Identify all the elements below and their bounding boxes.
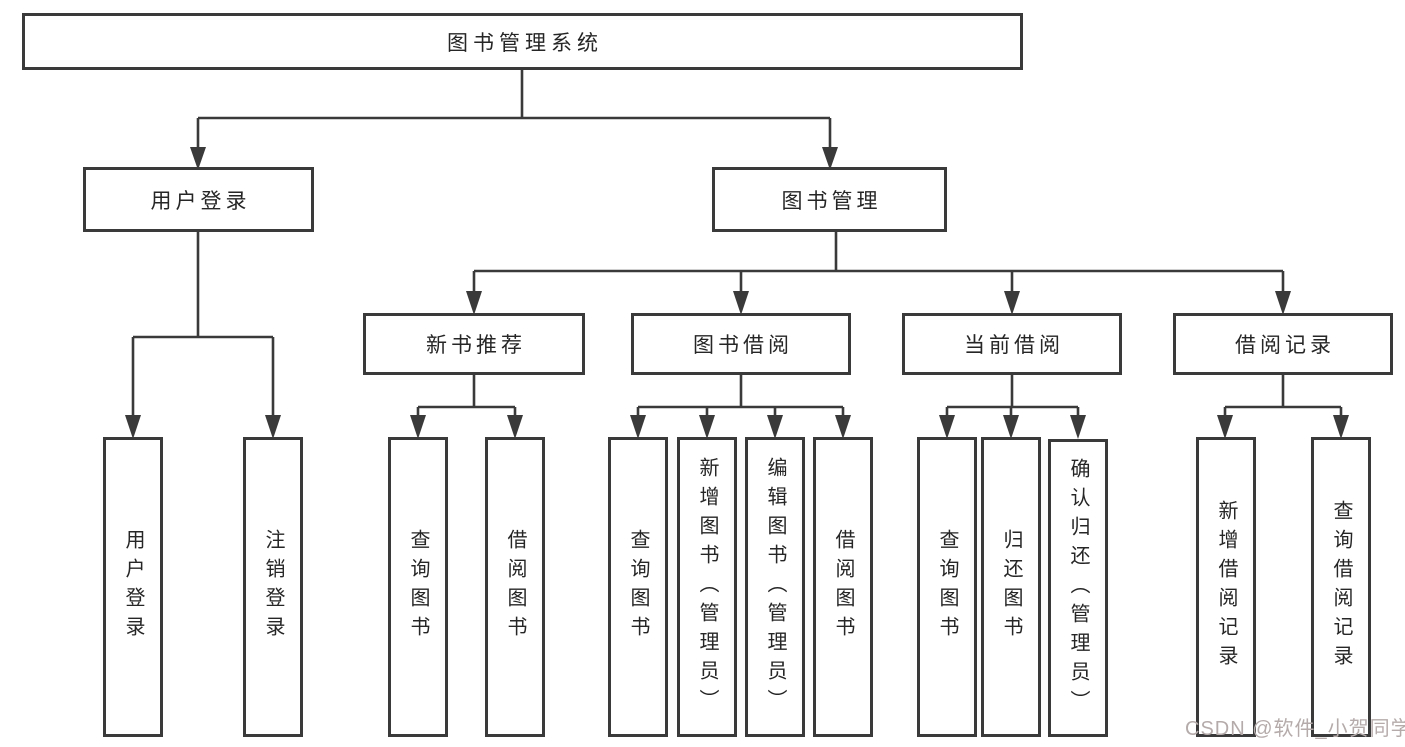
node-add-borrow-record: 新增借阅记录	[1196, 437, 1256, 737]
node-query-books-recommend-label: 查询图书	[407, 529, 429, 645]
csdn-watermark: CSDN @软件_小贺同学	[1185, 718, 1405, 740]
node-current-borrow: 当前借阅	[902, 313, 1122, 375]
node-query-books-current-label: 查询图书	[936, 529, 958, 645]
node-borrow-books-recommend-label: 借阅图书	[504, 529, 526, 645]
node-user-login-label: 用户登录	[150, 189, 251, 213]
node-return-books: 归还图书	[981, 437, 1041, 737]
node-borrow-books-recommend: 借阅图书	[485, 437, 545, 737]
node-user-login-leaf-label: 用户登录	[122, 529, 144, 645]
node-logout-label: 注销登录	[262, 529, 284, 645]
node-borrow-records-label: 借阅记录	[1235, 334, 1335, 357]
node-user-login: 用户登录	[83, 167, 314, 232]
node-add-books-admin-label: 新增图书（管理员）	[696, 456, 718, 718]
node-library-system: 图书管理系统	[22, 13, 1023, 70]
node-book-management-label: 图书管理	[781, 189, 882, 213]
node-confirm-return-admin: 确认归还（管理员）	[1048, 439, 1108, 737]
node-edit-books-admin-label: 编辑图书（管理员）	[764, 456, 786, 718]
node-query-books-borrow: 查询图书	[608, 437, 668, 737]
node-user-login-leaf: 用户登录	[103, 437, 163, 737]
node-confirm-return-admin-label: 确认归还（管理员）	[1067, 457, 1089, 719]
node-new-book-recommend: 新书推荐	[363, 313, 585, 375]
node-book-borrow-label: 图书借阅	[693, 334, 793, 357]
node-library-system-label: 图书管理系统	[447, 31, 603, 55]
node-query-books-current: 查询图书	[917, 437, 977, 737]
node-borrow-books-leaf-label: 借阅图书	[832, 529, 854, 645]
node-return-books-label: 归还图书	[1000, 529, 1022, 645]
node-new-book-recommend-label: 新书推荐	[426, 334, 526, 357]
node-current-borrow-label: 当前借阅	[964, 334, 1064, 357]
node-edit-books-admin: 编辑图书（管理员）	[745, 437, 805, 737]
node-borrow-books-leaf: 借阅图书	[813, 437, 873, 737]
node-book-management: 图书管理	[712, 167, 947, 232]
node-logout: 注销登录	[243, 437, 303, 737]
node-query-books-borrow-label: 查询图书	[627, 529, 649, 645]
node-borrow-records: 借阅记录	[1173, 313, 1393, 375]
node-add-borrow-record-label: 新增借阅记录	[1215, 500, 1237, 674]
node-query-borrow-record: 查询借阅记录	[1311, 437, 1371, 737]
node-book-borrow: 图书借阅	[631, 313, 851, 375]
node-query-books-recommend: 查询图书	[388, 437, 448, 737]
node-add-books-admin: 新增图书（管理员）	[677, 437, 737, 737]
node-query-borrow-record-label: 查询借阅记录	[1330, 500, 1352, 674]
